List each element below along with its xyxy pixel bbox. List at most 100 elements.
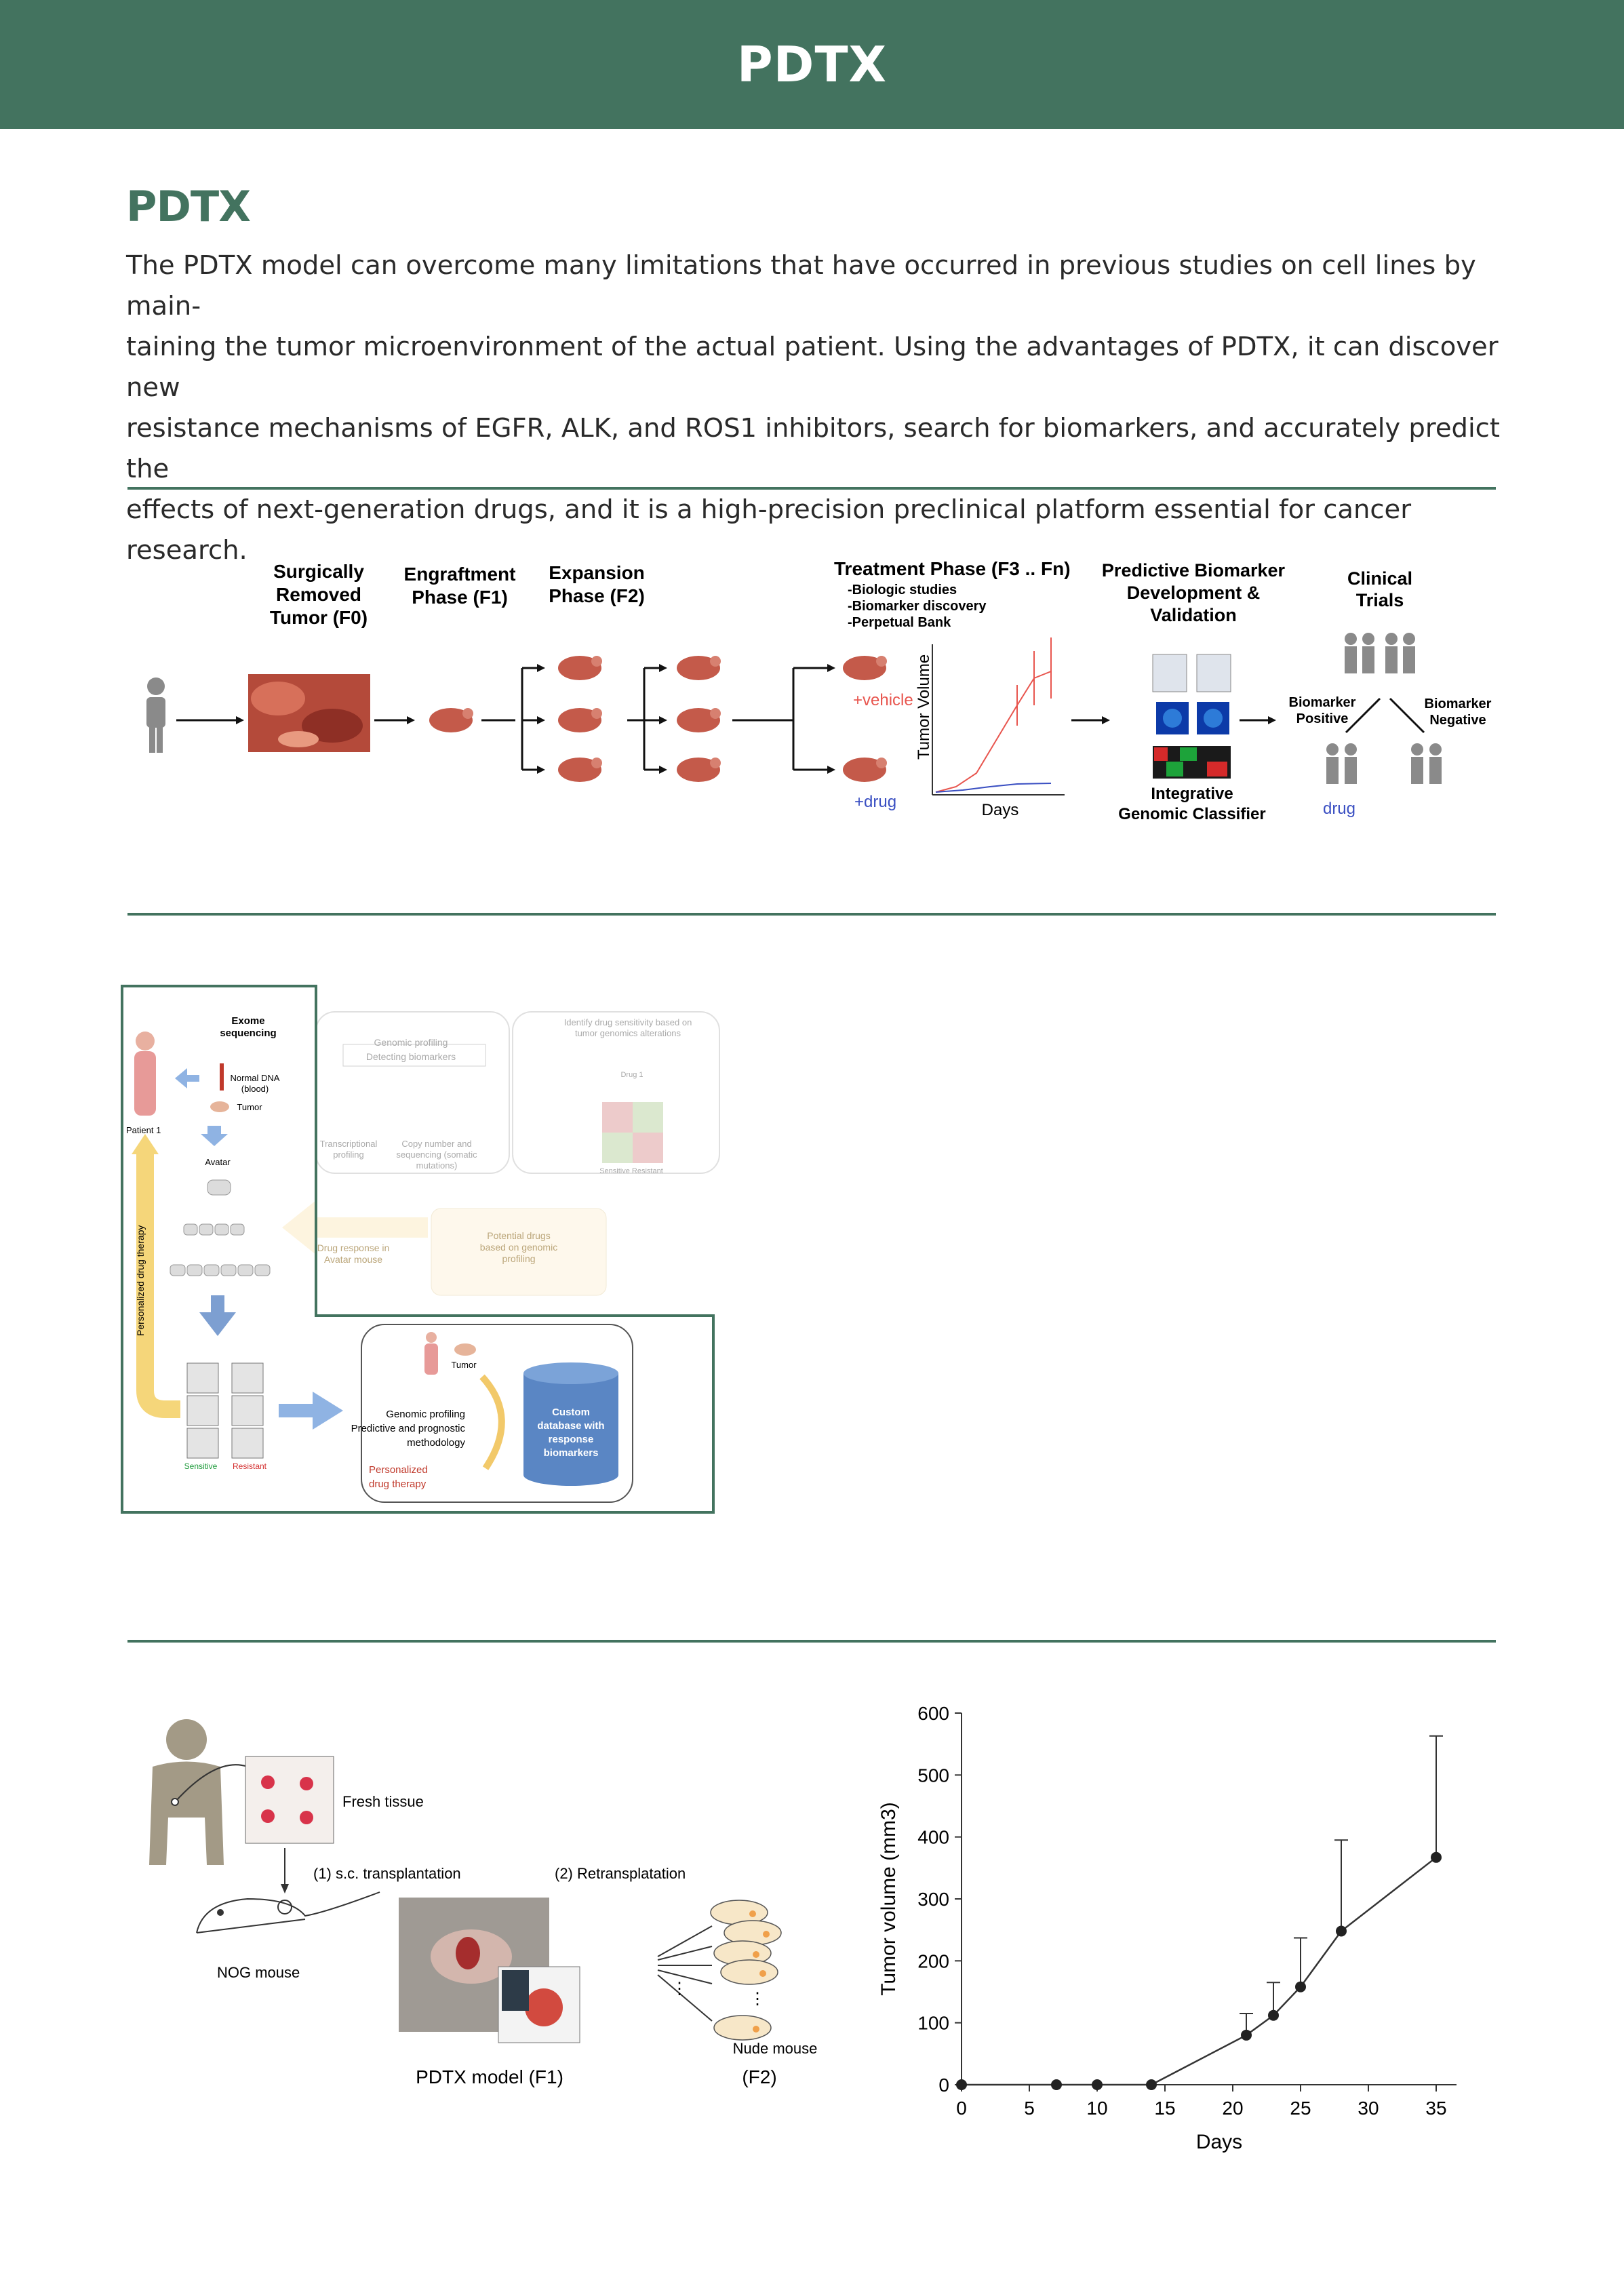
x-tick-label: 25 bbox=[1290, 2098, 1311, 2119]
retransplant-arrows bbox=[657, 1925, 713, 2022]
stage-f1-label: Engraftment bbox=[404, 564, 516, 585]
highlight-frame bbox=[121, 985, 715, 1514]
people-group-icon bbox=[1345, 633, 1415, 673]
tumor-volume-minichart bbox=[932, 637, 1065, 796]
drug-response-label: Drug response in bbox=[317, 1242, 390, 1253]
intro-line: The PDTX model can overcome many limitat… bbox=[126, 250, 1476, 321]
data-point bbox=[1336, 1925, 1347, 1937]
mouse-icon bbox=[677, 758, 721, 782]
x-tick-label: 20 bbox=[1222, 2098, 1243, 2119]
error-bars bbox=[1240, 1735, 1443, 2035]
classifier-label: Integrative bbox=[1151, 785, 1233, 803]
nude-mice bbox=[710, 1900, 782, 2041]
treatment-item: -Biologic studies bbox=[848, 583, 957, 597]
identify-label: Identify drug sensitivity based on bbox=[564, 1017, 692, 1027]
sens-res-small: Sensitive Resistant bbox=[599, 1167, 663, 1175]
sensitive-label: Sensitive bbox=[184, 1461, 218, 1471]
stage-f1-label: Phase (F1) bbox=[412, 587, 508, 608]
mouse-icon bbox=[558, 656, 602, 680]
biomarker-positive: Positive bbox=[1296, 711, 1349, 726]
figure3-pdtx-generation: Fresh tissue (1) s.c. transplantation (2… bbox=[149, 1719, 818, 2087]
tumor-label: Tumor bbox=[237, 1102, 262, 1112]
stage-f0-label: Removed bbox=[276, 584, 361, 605]
pdtx-photo bbox=[399, 1898, 580, 2043]
genomic-profiling-faded: Genomic profiling bbox=[374, 1037, 448, 1048]
avatar-mouse-tree bbox=[170, 1179, 271, 1276]
chart-ylabel: Tumor volume (mm3) bbox=[877, 1802, 900, 1996]
y-tick-label: 100 bbox=[917, 2013, 949, 2034]
gp-line: Predictive and prognostic bbox=[351, 1423, 466, 1434]
figure2-personalized-therapy: Genomic profiling Detecting biomarkers T… bbox=[121, 985, 720, 1514]
y-tick-label: 200 bbox=[917, 1950, 949, 1971]
mouse-icon bbox=[843, 758, 887, 782]
stage-f0-label: Tumor (F0) bbox=[270, 607, 368, 628]
mouse-icon bbox=[558, 758, 602, 782]
tumor-photo bbox=[248, 674, 370, 752]
database-label: response bbox=[549, 1434, 594, 1445]
chart-xlabel: Days bbox=[1196, 2131, 1242, 2153]
y-tick-label: 400 bbox=[917, 1827, 949, 1848]
transcriptional-label: profiling bbox=[333, 1150, 364, 1160]
biomarker-positive: Biomarker bbox=[1289, 695, 1356, 710]
treatment-item: -Perpetual Bank bbox=[848, 615, 951, 630]
data-point bbox=[956, 2079, 967, 2090]
avatar-label: Avatar bbox=[205, 1157, 231, 1167]
divider bbox=[127, 1640, 1496, 1643]
data-point bbox=[1092, 2079, 1103, 2090]
transcriptional-label: Transcriptional bbox=[320, 1139, 378, 1149]
resistant-label: Resistant bbox=[233, 1461, 267, 1471]
stage-treatment-label: Treatment Phase (F3 .. Fn) bbox=[834, 558, 1071, 579]
clinical-label: Clinical bbox=[1347, 568, 1412, 589]
gp-line: Genomic profiling bbox=[386, 1409, 465, 1420]
database-cylinder bbox=[523, 1362, 618, 1486]
mouse-icon bbox=[843, 656, 887, 680]
data-point bbox=[1051, 2079, 1062, 2090]
data-points bbox=[956, 1851, 1442, 2090]
database-label: database with bbox=[537, 1420, 604, 1432]
nude-mouse-label: Nude mouse bbox=[733, 2040, 818, 2057]
y-tick-label: 300 bbox=[917, 1889, 949, 1910]
intro-line: effects of next-generation drugs, and it… bbox=[126, 494, 1412, 566]
vehicle-label: +vehicle bbox=[853, 691, 913, 709]
retransplant-label: (2) Retransplatation bbox=[555, 1865, 686, 1882]
biomarker-negative: Biomarker bbox=[1425, 696, 1492, 711]
drug-label: +drug bbox=[854, 793, 896, 811]
personalized-label: Personalized bbox=[369, 1464, 428, 1476]
data-point bbox=[1268, 2009, 1279, 2021]
nog-mouse-icon bbox=[196, 1891, 380, 1933]
fresh-tissue-label: Fresh tissue bbox=[342, 1793, 424, 1810]
mouse-icon bbox=[558, 708, 602, 732]
y-tick-label: 500 bbox=[917, 1765, 949, 1786]
tumor2-label: Tumor bbox=[451, 1360, 477, 1370]
patient-label: Patient 1 bbox=[126, 1125, 161, 1135]
person-icon bbox=[149, 1719, 224, 1865]
x-tick-label: 30 bbox=[1358, 2098, 1379, 2119]
section-title: PDTX bbox=[126, 182, 251, 231]
predictive-label: Validation bbox=[1150, 605, 1237, 625]
detecting-biomarkers: Detecting biomarkers bbox=[366, 1051, 456, 1062]
x-tick-label: 35 bbox=[1425, 2098, 1446, 2119]
stage-f2-label: Phase (F2) bbox=[549, 585, 645, 606]
exome-label: Exome bbox=[231, 1015, 264, 1027]
genomic-data-images bbox=[1152, 654, 1231, 779]
minichart-ylabel: Tumor Volume bbox=[915, 654, 933, 760]
divider bbox=[127, 487, 1496, 490]
biomarker-negative: Negative bbox=[1429, 713, 1486, 728]
stage-f0-label: Surgically bbox=[273, 561, 364, 582]
gp-line: methodology bbox=[407, 1437, 465, 1449]
data-point bbox=[1295, 1981, 1306, 1992]
people-positive-icon bbox=[1326, 743, 1357, 784]
patient-small bbox=[424, 1332, 438, 1375]
drug1-label: Drug 1 bbox=[620, 1071, 643, 1079]
normal-dna-label: (blood) bbox=[241, 1084, 269, 1094]
intro-line: resistance mechanisms of EGFR, ALK, and … bbox=[126, 413, 1500, 484]
mouse-icon bbox=[429, 708, 473, 732]
copy-number-label: Copy number and bbox=[401, 1139, 471, 1149]
exome-label: sequencing bbox=[220, 1027, 276, 1039]
x-tick-label: 15 bbox=[1154, 2098, 1175, 2119]
data-point bbox=[1241, 2029, 1252, 2041]
database-label: biomarkers bbox=[544, 1447, 599, 1459]
